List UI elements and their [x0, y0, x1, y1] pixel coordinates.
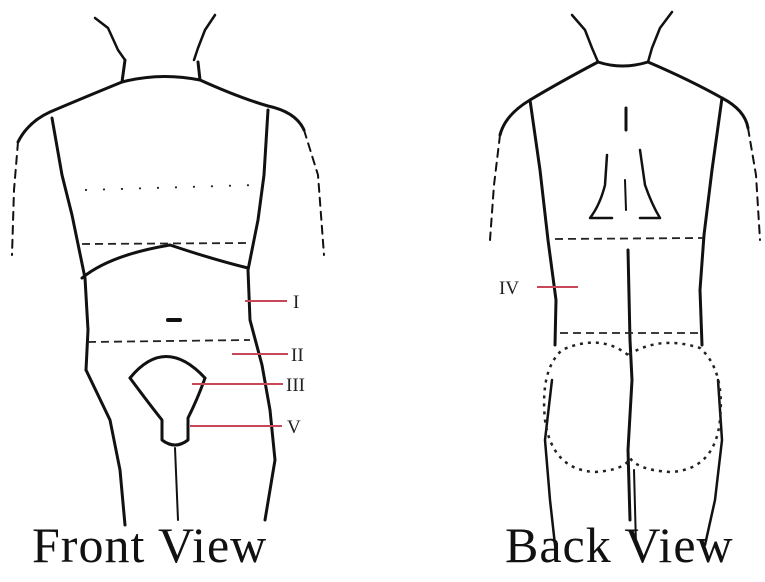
back-view-figure: [490, 12, 760, 545]
back-arm-left: [490, 135, 500, 240]
front-arm-right-outer: [304, 130, 324, 255]
front-markers: [190, 301, 288, 426]
back-guides: [544, 238, 721, 472]
front-shoulder-right: [200, 80, 304, 130]
marker-label-III: III: [286, 375, 305, 396]
front-arm-left-outer: [12, 142, 18, 255]
front-lower-rib-dashed-line: [82, 243, 250, 244]
back-spine-mid: [625, 180, 626, 210]
back-torso-left: [530, 100, 556, 345]
front-crotch: [130, 378, 205, 445]
back-arm-right: [748, 128, 760, 240]
front-chest-dotted-line: [85, 185, 255, 190]
front-collar: [122, 60, 200, 82]
back-collar: [598, 62, 648, 66]
front-view-figure: [12, 15, 324, 525]
back-torso-right: [700, 98, 722, 345]
back-scapula-left: [590, 155, 612, 218]
marker-label-V: V: [287, 417, 301, 438]
front-view-caption: Front View: [32, 520, 267, 570]
back-shoulder-right: [648, 62, 748, 128]
front-inner-leg: [175, 448, 178, 520]
front-neck-left: [95, 18, 125, 60]
front-rib-arch: [82, 245, 248, 278]
front-torso-right: [248, 110, 275, 520]
front-shoulder-left: [18, 82, 122, 142]
front-neck-right: [194, 15, 215, 60]
back-shoulder-left: [500, 62, 598, 135]
back-neck-left: [572, 15, 598, 62]
marker-label-II: II: [291, 345, 304, 366]
back-spine-lower: [628, 250, 632, 520]
back-view-caption: Back View: [505, 520, 734, 570]
back-scapula-right: [640, 150, 660, 218]
front-leg-left: [86, 370, 125, 525]
marker-label-IV: IV: [499, 278, 519, 299]
back-neck-right: [648, 12, 672, 62]
marker-label-I: I: [293, 292, 299, 313]
front-waist-dashed-line: [88, 340, 250, 342]
front-inner-thigh-left: [130, 357, 205, 379]
back-waist-dashed-line: [555, 238, 703, 239]
